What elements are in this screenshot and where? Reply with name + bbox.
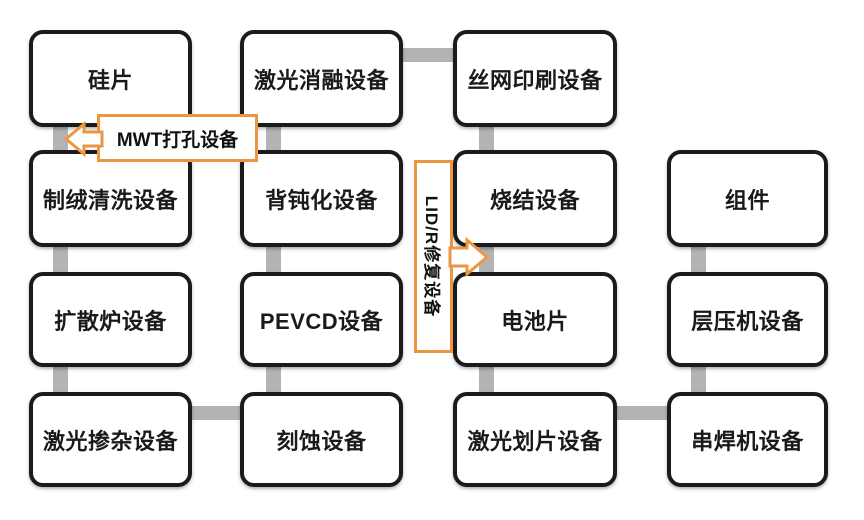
connector-line bbox=[479, 117, 494, 157]
node-label: 烧结设备 bbox=[489, 187, 580, 213]
node-laser-ablation: 激光消融设备 bbox=[240, 30, 403, 127]
node-laser-scribing: 激光划片设备 bbox=[453, 392, 617, 487]
node-screen-printing: 丝网印刷设备 bbox=[453, 30, 617, 127]
node-silicon-wafer: 硅片 bbox=[29, 30, 192, 127]
node-label: 背钝化设备 bbox=[265, 187, 378, 213]
right-block-arrow-icon bbox=[448, 236, 490, 278]
node-laminator: 层压机设备 bbox=[667, 272, 828, 367]
node-label: 制绒清洗设备 bbox=[42, 187, 178, 213]
node-label: 串焊机设备 bbox=[691, 428, 804, 454]
node-laser-doping: 激光掺杂设备 bbox=[29, 392, 192, 487]
node-label: PEVCD设备 bbox=[259, 308, 384, 334]
connector-line bbox=[186, 406, 246, 420]
connector-line bbox=[53, 360, 68, 400]
node-label: 硅片 bbox=[87, 67, 133, 93]
callout-label: LID/R修复设备 bbox=[422, 195, 442, 318]
node-label: 扩散炉设备 bbox=[54, 308, 167, 334]
node-diffusion-furnace: 扩散炉设备 bbox=[29, 272, 192, 367]
node-etching: 刻蚀设备 bbox=[240, 392, 403, 487]
node-label: 电池片 bbox=[501, 308, 569, 334]
connector-line bbox=[266, 117, 281, 157]
connector-line bbox=[691, 360, 706, 400]
connector-line bbox=[479, 360, 494, 400]
connector-line bbox=[266, 240, 281, 280]
node-solar-cell: 电池片 bbox=[453, 272, 617, 367]
node-label: 激光消融设备 bbox=[253, 67, 389, 93]
node-back-passivation: 背钝化设备 bbox=[240, 150, 403, 247]
left-block-arrow-icon bbox=[63, 120, 104, 158]
connector-line bbox=[53, 117, 68, 157]
callout-mwt-drilling: MWT打孔设备 bbox=[97, 114, 258, 162]
callout-label: MWT打孔设备 bbox=[116, 129, 239, 151]
connector-line bbox=[691, 240, 706, 280]
connector-line bbox=[396, 48, 460, 62]
connector-line bbox=[53, 240, 68, 280]
connector-line bbox=[266, 360, 281, 400]
node-label: 丝网印刷设备 bbox=[467, 67, 603, 93]
connector-line bbox=[611, 406, 673, 420]
connector-line bbox=[479, 240, 494, 280]
node-module: 组件 bbox=[667, 150, 828, 247]
node-pevcd: PEVCD设备 bbox=[240, 272, 403, 367]
node-stringer: 串焊机设备 bbox=[667, 392, 828, 487]
node-label: 激光掺杂设备 bbox=[42, 428, 178, 454]
node-sintering: 烧结设备 bbox=[453, 150, 617, 247]
node-label: 激光划片设备 bbox=[467, 428, 603, 454]
node-label: 刻蚀设备 bbox=[276, 428, 367, 454]
node-texturing-cleaning: 制绒清洗设备 bbox=[29, 150, 192, 247]
node-label: 组件 bbox=[724, 187, 770, 213]
node-label: 层压机设备 bbox=[691, 308, 804, 334]
